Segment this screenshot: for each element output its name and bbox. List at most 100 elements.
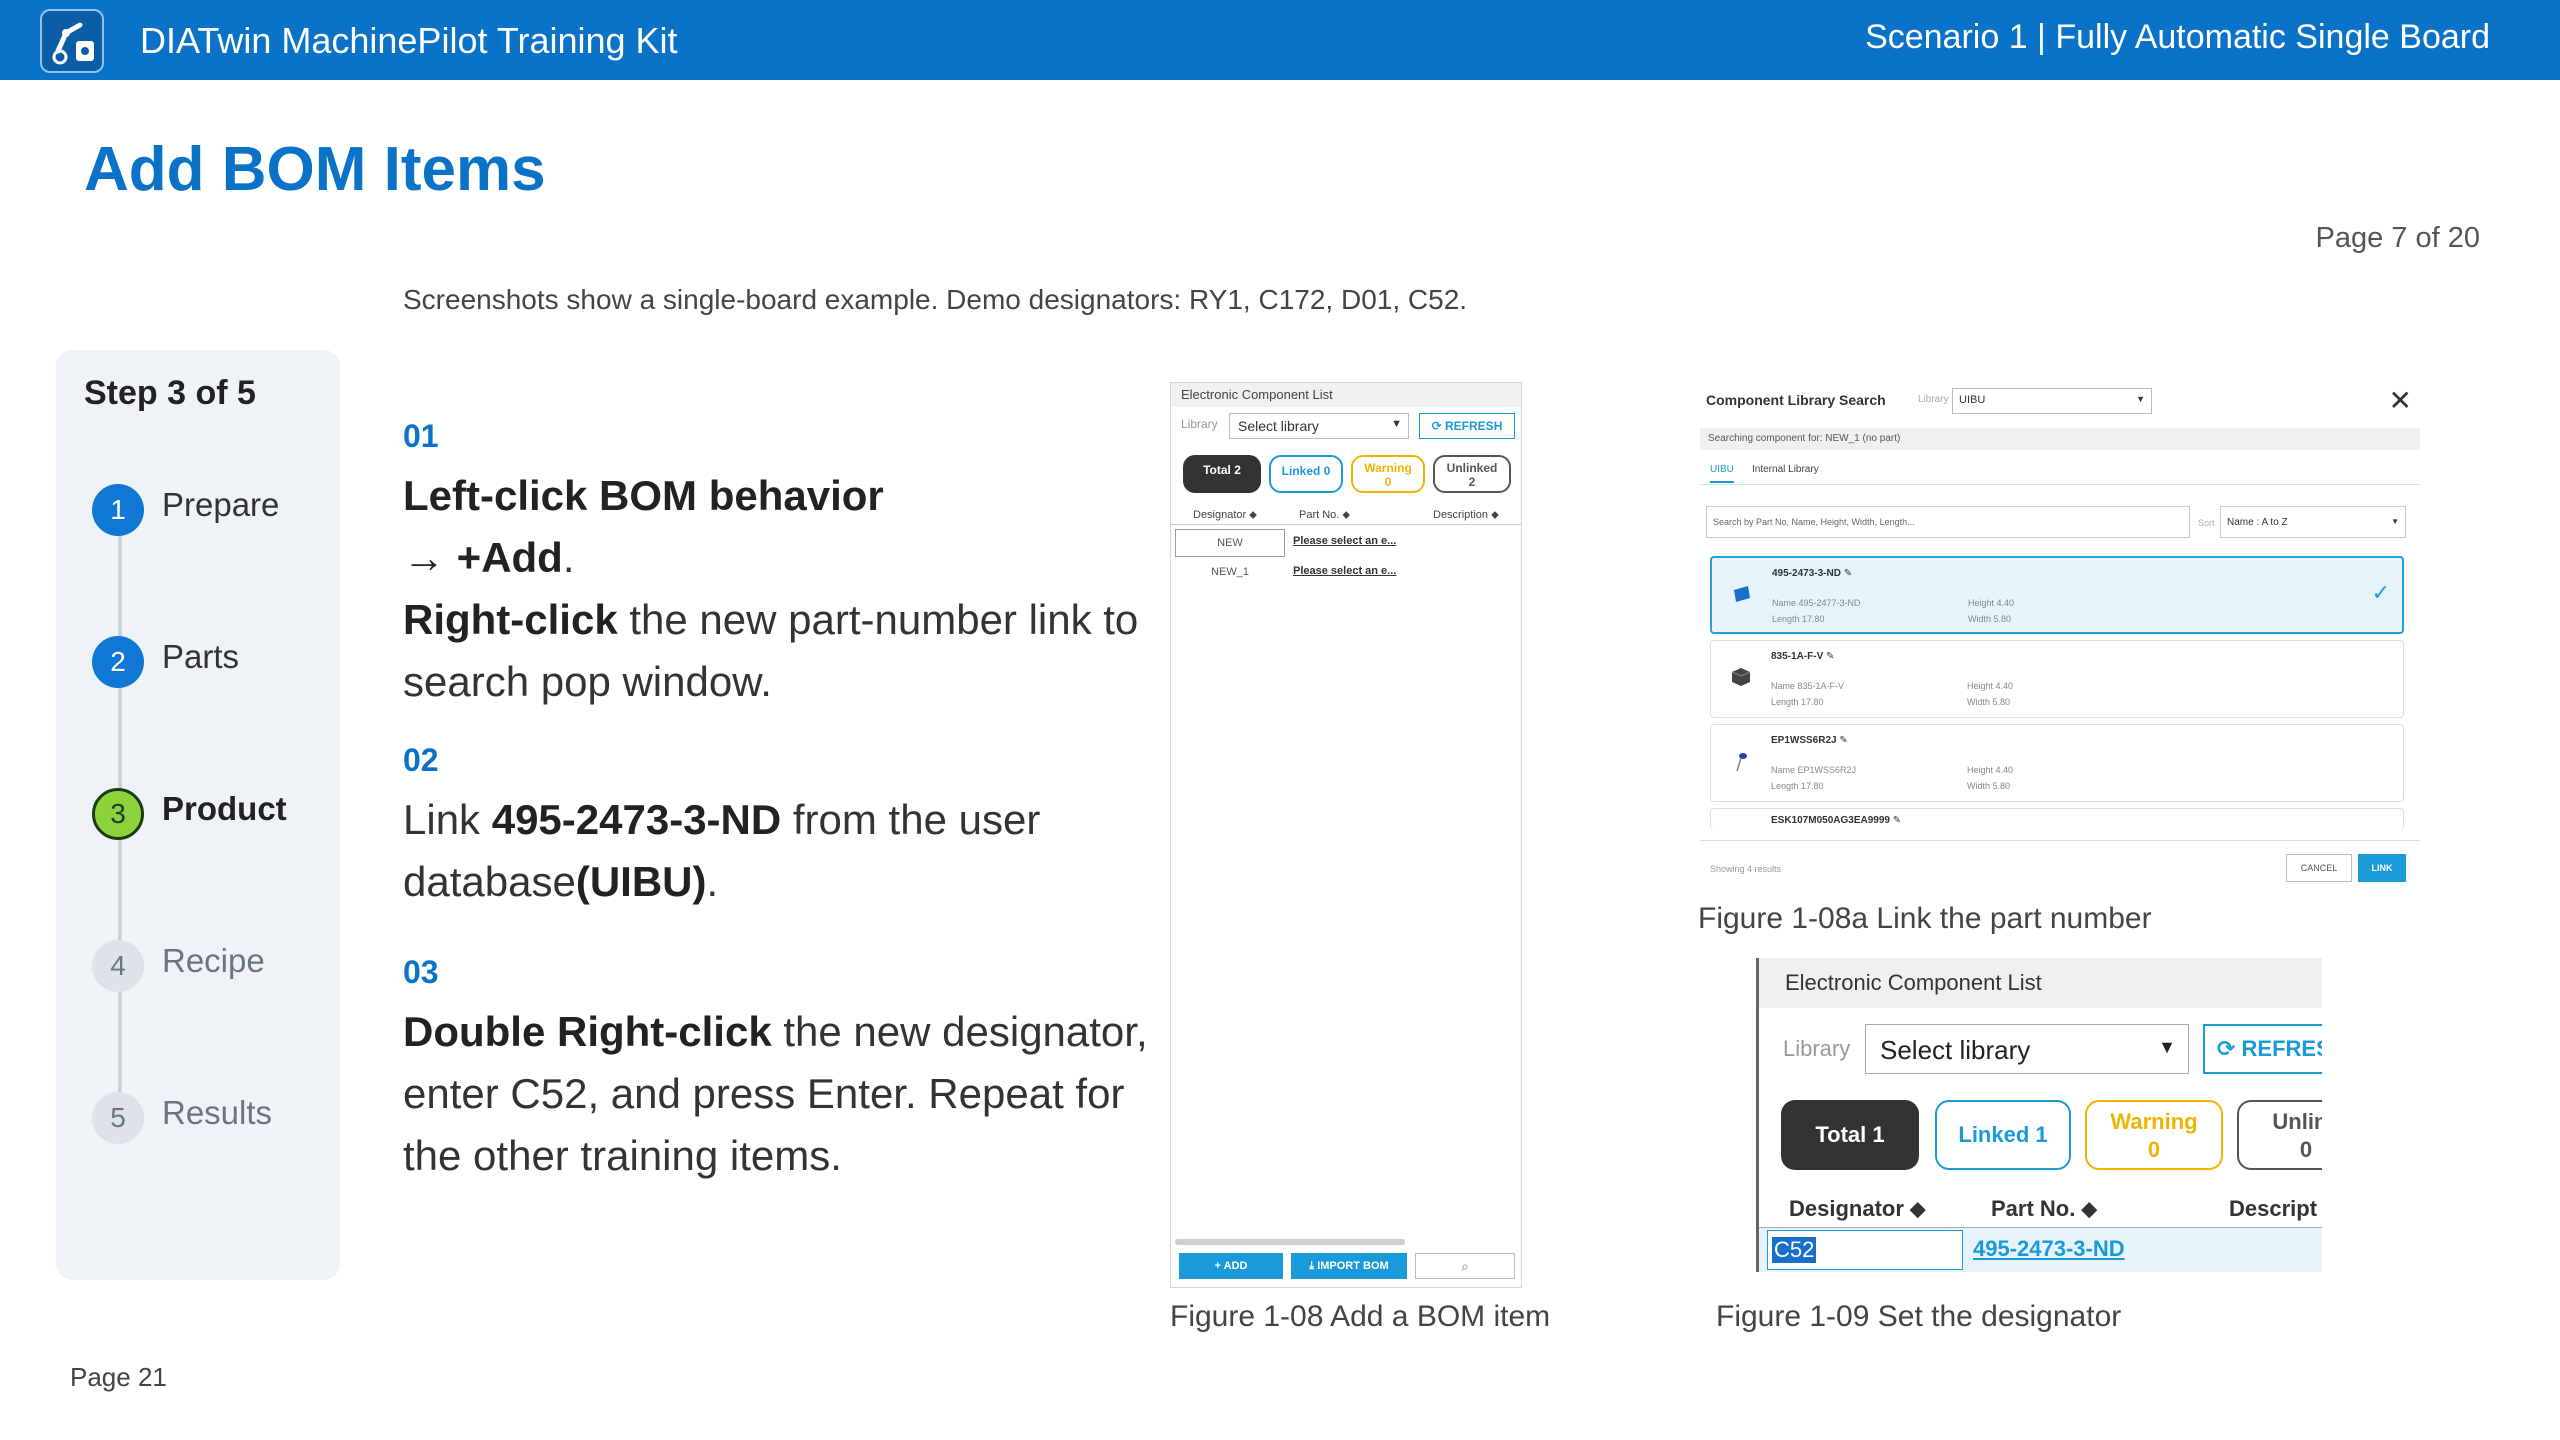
column-description[interactable]: Descript [2229,1196,2318,1221]
result-part-number: ESK107M050AG3EA9999 ✎ [1771,815,1901,826]
result-part-number: 835-1A-F-V ✎ [1771,651,1834,662]
library-result-card[interactable]: 835-1A-F-V ✎ Name 835-1A-F-V Length 17.8… [1710,640,2404,718]
resistor-icon [1729,749,1753,773]
library-select-value: Select library [1238,418,1319,434]
page-title: Add BOM Items [84,135,546,204]
figure-library-search-dialog: Component Library Search Library UIBU▼ ✕… [1700,382,2420,882]
search-input[interactable]: Search by Part No, Name, Height, Width, … [1706,506,2190,538]
filter-total[interactable]: Total 1 [1781,1100,1919,1170]
filter-count: 0 [2299,1137,2313,1162]
library-select[interactable]: Select library ▼ [1229,413,1409,439]
library-label: Library [1181,417,1218,431]
chevron-down-icon: ▼ [1391,418,1402,430]
pencil-icon[interactable]: ✎ [1892,815,1902,826]
filter-linked[interactable]: Linked 1 [1935,1100,2071,1170]
filter-count: 0 [1384,475,1392,489]
sort-select[interactable]: Name : A to Z▼ [2220,506,2406,538]
refresh-button[interactable]: ⟳ REFRES [2203,1024,2322,1074]
pencil-icon[interactable]: ✎ [1826,651,1835,662]
page-index: Page 7 of 20 [2315,222,2480,254]
table-row[interactable]: NEW Please select an e... [1173,529,1519,557]
link-button[interactable]: LINK [2358,854,2406,882]
column-description[interactable]: Description ⬥ [1433,509,1499,521]
step-recipe[interactable]: 4 Recipe [92,936,332,992]
library-result-card[interactable]: 495-2473-3-ND ✎ Name 495-2477-3-ND Lengt… [1710,556,2404,634]
figure-caption: Figure 1-09 Set the designator [1716,1300,2122,1333]
result-height: Height 4.40 [1968,598,2015,608]
instruction-plain: . [706,858,719,905]
designator-cell[interactable]: NEW [1175,529,1285,557]
component-blue-icon [1730,582,1754,606]
tab-uibu[interactable]: UIBU [1710,464,1734,483]
column-designator[interactable]: Designator ⬥ [1789,1196,1926,1221]
result-part-number-text: EP1WSS6R2J [1771,735,1837,746]
instruction-02: 02 Link 495-2473-3-ND from the user data… [403,742,1163,913]
instruction-number: 02 [403,742,439,778]
instruction-text: Left-click BOM behavior → +Add. Right-cl… [403,465,1163,713]
designator-input[interactable]: C52 [1767,1230,1963,1270]
tab-internal-library[interactable]: Internal Library [1752,464,1819,475]
result-part-number-text: 495-2473-3-ND [1772,568,1841,579]
filter-linked[interactable]: Linked 0 [1269,455,1343,493]
search-context: Searching component for: NEW_1 (no part) [1700,428,2420,450]
column-designator[interactable]: Designator ⬥ [1193,509,1257,521]
library-select[interactable]: Select library▼ [1865,1024,2189,1074]
table-row[interactable]: C52 495-2473-3-ND [1759,1228,2322,1272]
part-number-link[interactable]: 495-2473-3-ND [1973,1236,2125,1261]
pencil-icon[interactable]: ✎ [1839,735,1848,746]
part-number-link[interactable]: Please select an e... [1293,565,1397,577]
chevron-down-icon: ▼ [2136,394,2145,404]
designator-cell[interactable]: NEW_1 [1211,566,1249,578]
library-select-value: Select library [1880,1035,2031,1065]
library-label: Library [1783,1036,1851,1061]
step-counter: Step 3 of 5 [84,374,256,412]
step-parts[interactable]: 2 Parts [92,632,332,688]
column-part-no[interactable]: Part No. ⬥ [1299,509,1351,521]
library-result-card[interactable]: ESK107M050AG3EA9999 ✎ [1710,808,2404,830]
app-title: DIATwin MachinePilot Training Kit [140,20,678,61]
library-select[interactable]: UIBU▼ [1952,388,2152,414]
table-row[interactable]: NEW_1 Please select an e... [1173,559,1519,587]
step-prepare[interactable]: 1 Prepare [92,480,332,536]
pencil-icon[interactable]: ✎ [1843,568,1853,579]
filter-total[interactable]: Total 2 [1183,455,1261,493]
figure-set-designator: Electronic Component List Library Select… [1756,958,2322,1272]
import-bom-button[interactable]: ⤓ IMPORT BOM [1291,1253,1407,1279]
instruction-number: 03 [403,954,439,990]
sort-select-value: Name : A to Z [2227,517,2288,528]
column-part-no[interactable]: Part No. ⬥ [1991,1196,2097,1221]
result-length: Length 17.80 [1771,781,1824,791]
step-number: 3 [92,788,144,840]
instruction-plain: the new designator, enter C52, and press… [403,1008,1148,1179]
result-length: Length 17.80 [1772,614,1825,624]
result-height: Height 4.40 [1967,765,2014,775]
instruction-bold: 495-2473-3-ND [491,796,782,843]
instruction-text: Double Right-click the new designator, e… [403,1001,1163,1187]
relay-icon [1729,665,1753,689]
designator-selected-text: C52 [1772,1237,1817,1263]
library-result-card[interactable]: EP1WSS6R2J ✎ Name EP1WSS6R2J Length 17.8… [1710,724,2404,802]
step-label: Product [162,790,287,827]
part-number-link[interactable]: Please select an e... [1293,535,1397,547]
step-product[interactable]: 3 Product [92,784,332,840]
refresh-button[interactable]: ⟳ REFRESH [1419,413,1515,439]
step-number: 1 [92,484,144,536]
divider [1700,840,2420,841]
magnifier-icon[interactable]: ⌕ [1415,1253,1515,1279]
filter-unlinked[interactable]: Unlink0 [2237,1100,2322,1170]
instruction-03: 03 Double Right-click the new designator… [403,954,1163,1187]
cancel-button[interactable]: CANCEL [2286,854,2352,882]
instruction-number: 01 [403,418,439,454]
filter-label: Warning [1364,461,1412,475]
footer-page-number: Page 21 [70,1362,167,1392]
sort-label: Sort [2198,518,2215,528]
instruction-text: Link 495-2473-3-ND from the user databas… [403,789,1163,913]
step-results[interactable]: 5 Results [92,1088,332,1144]
horizontal-scrollbar[interactable] [1175,1239,1405,1245]
dialog-title: Component Library Search [1706,392,1886,408]
add-button[interactable]: + ADD [1179,1253,1283,1279]
close-icon[interactable]: ✕ [2388,385,2412,416]
